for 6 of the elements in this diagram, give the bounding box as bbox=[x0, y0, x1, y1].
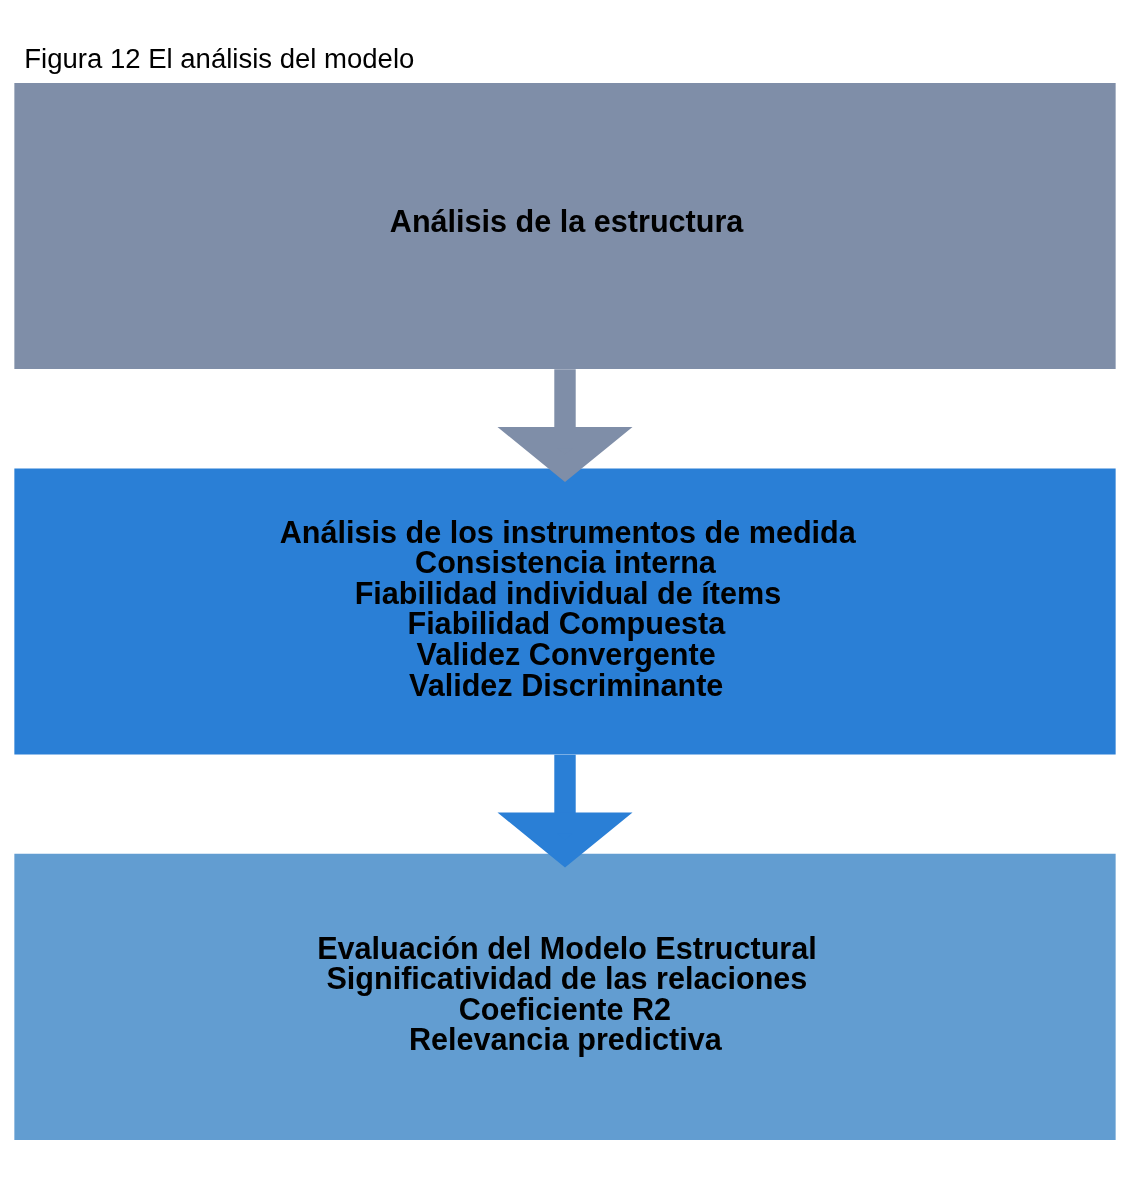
node-box: Evaluación del Modelo Estructural Significatividad de las relaciones Coeficiente R2 Relevancia predictiva bbox=[14, 853, 1116, 1140]
node-box: Análisis de los instrumentos de medida Consistencia interna Fiabilidad individual de ítems Fiabilidad Compuesta Validez Convergente Validez Discriminante bbox=[14, 468, 1116, 755]
arrow bbox=[497, 754, 633, 868]
arrow bbox=[497, 369, 633, 483]
diagram-title: Figura 12 El análisis del modelo bbox=[24, 43, 415, 75]
node-box: Análisis de la estructura bbox=[14, 82, 1116, 369]
